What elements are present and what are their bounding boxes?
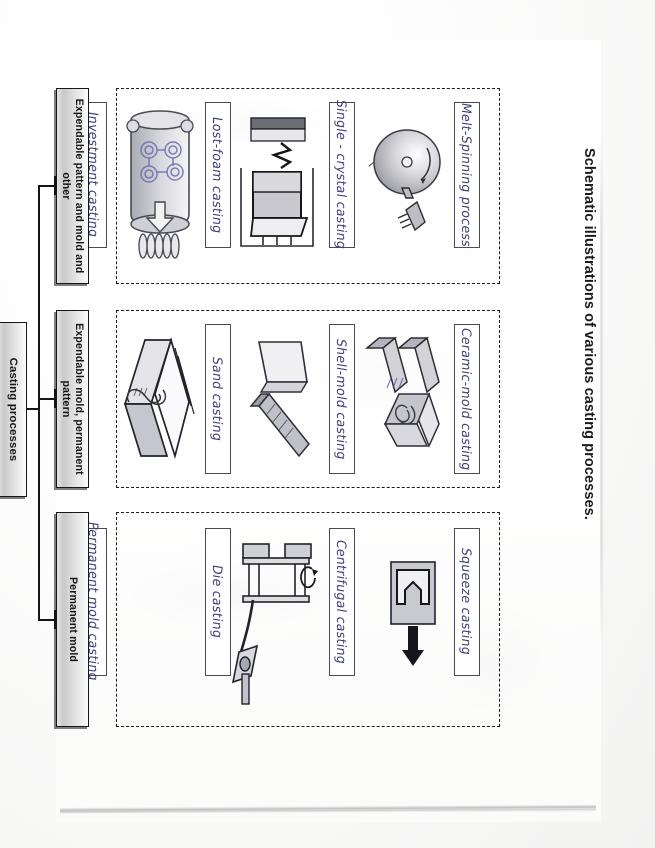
connector-stub xyxy=(38,398,56,401)
label-box-sand-casting: Sand casting xyxy=(205,324,231,474)
spinning-disk-diagram-icon xyxy=(369,118,447,238)
label-box-centrifugal-casting: Centrifugal casting xyxy=(329,528,355,676)
label-box-melt-spinning-process: Melt-Spinning process xyxy=(454,102,480,248)
category-label-expendable-pattern: Expendable pattern and mold and other xyxy=(60,98,86,274)
centrifugal-rotor-diagram-icon xyxy=(231,534,319,710)
category-label-permanent-mold: Permanent mold xyxy=(66,576,79,663)
category-box-expendable-pattern[interactable]: Expendable pattern and mold and other xyxy=(56,88,89,284)
label-box-die-casting: Die casting xyxy=(205,528,231,676)
label-box-shell-mold-casting: Shell-mold casting xyxy=(329,324,355,474)
category-box-expendable-mold[interactable]: Expendable mold, permanent pattern xyxy=(56,310,89,488)
connector-stub xyxy=(38,619,56,622)
label-box-single-crystal-casting: Single - crystal casting xyxy=(329,99,355,251)
shell-mold-diagram-icon xyxy=(245,336,317,464)
label-box-lost-foam-casting: Lost-foam casting xyxy=(205,102,231,248)
connector-stub xyxy=(38,185,56,188)
label-sand-casting: Sand casting xyxy=(210,355,226,443)
label-lost-foam-casting: Lost-foam casting xyxy=(210,115,226,235)
root-box-casting-processes[interactable]: Casting processes xyxy=(0,322,27,497)
label-squeeze-casting: Squeeze casting xyxy=(459,547,475,657)
die-machine-diagram-icon xyxy=(322,540,323,541)
category-label-expendable-mold: Expendable mold, permanent pattern xyxy=(60,323,86,475)
figure-caption: Schematic illustrations of various casti… xyxy=(581,148,597,520)
scan-seam xyxy=(600,130,603,650)
root-label-casting-processes: Casting processes xyxy=(6,357,19,462)
squeeze-press-diagram-icon xyxy=(381,556,445,674)
sand-flask-diagram-icon xyxy=(119,330,197,478)
label-ceramic-mold-casting: Ceramic-mold casting xyxy=(459,326,475,472)
ceramic-mold-diagram-icon xyxy=(363,330,447,470)
label-melt-spinning-process: Melt-Spinning process xyxy=(459,101,475,249)
label-centrifugal-casting: Centrifugal casting xyxy=(334,538,350,666)
label-shell-mold-casting: Shell-mold casting xyxy=(334,337,350,461)
label-box-squeeze-casting: Squeeze casting xyxy=(454,528,480,676)
crystal-puller-diagram-icon xyxy=(237,112,321,260)
label-box-ceramic-mold-casting: Ceramic-mold casting xyxy=(454,324,480,474)
investment-tree-diagram-icon xyxy=(184,116,185,117)
label-single-crystal-casting: Single - crystal casting xyxy=(334,99,350,251)
category-box-permanent-mold[interactable]: Permanent mold xyxy=(56,512,89,727)
connector-root-drop xyxy=(25,408,40,411)
foam-pattern-flask-diagram-icon xyxy=(121,106,199,266)
label-die-casting: Die casting xyxy=(210,564,226,640)
connector-trunk xyxy=(37,185,40,621)
